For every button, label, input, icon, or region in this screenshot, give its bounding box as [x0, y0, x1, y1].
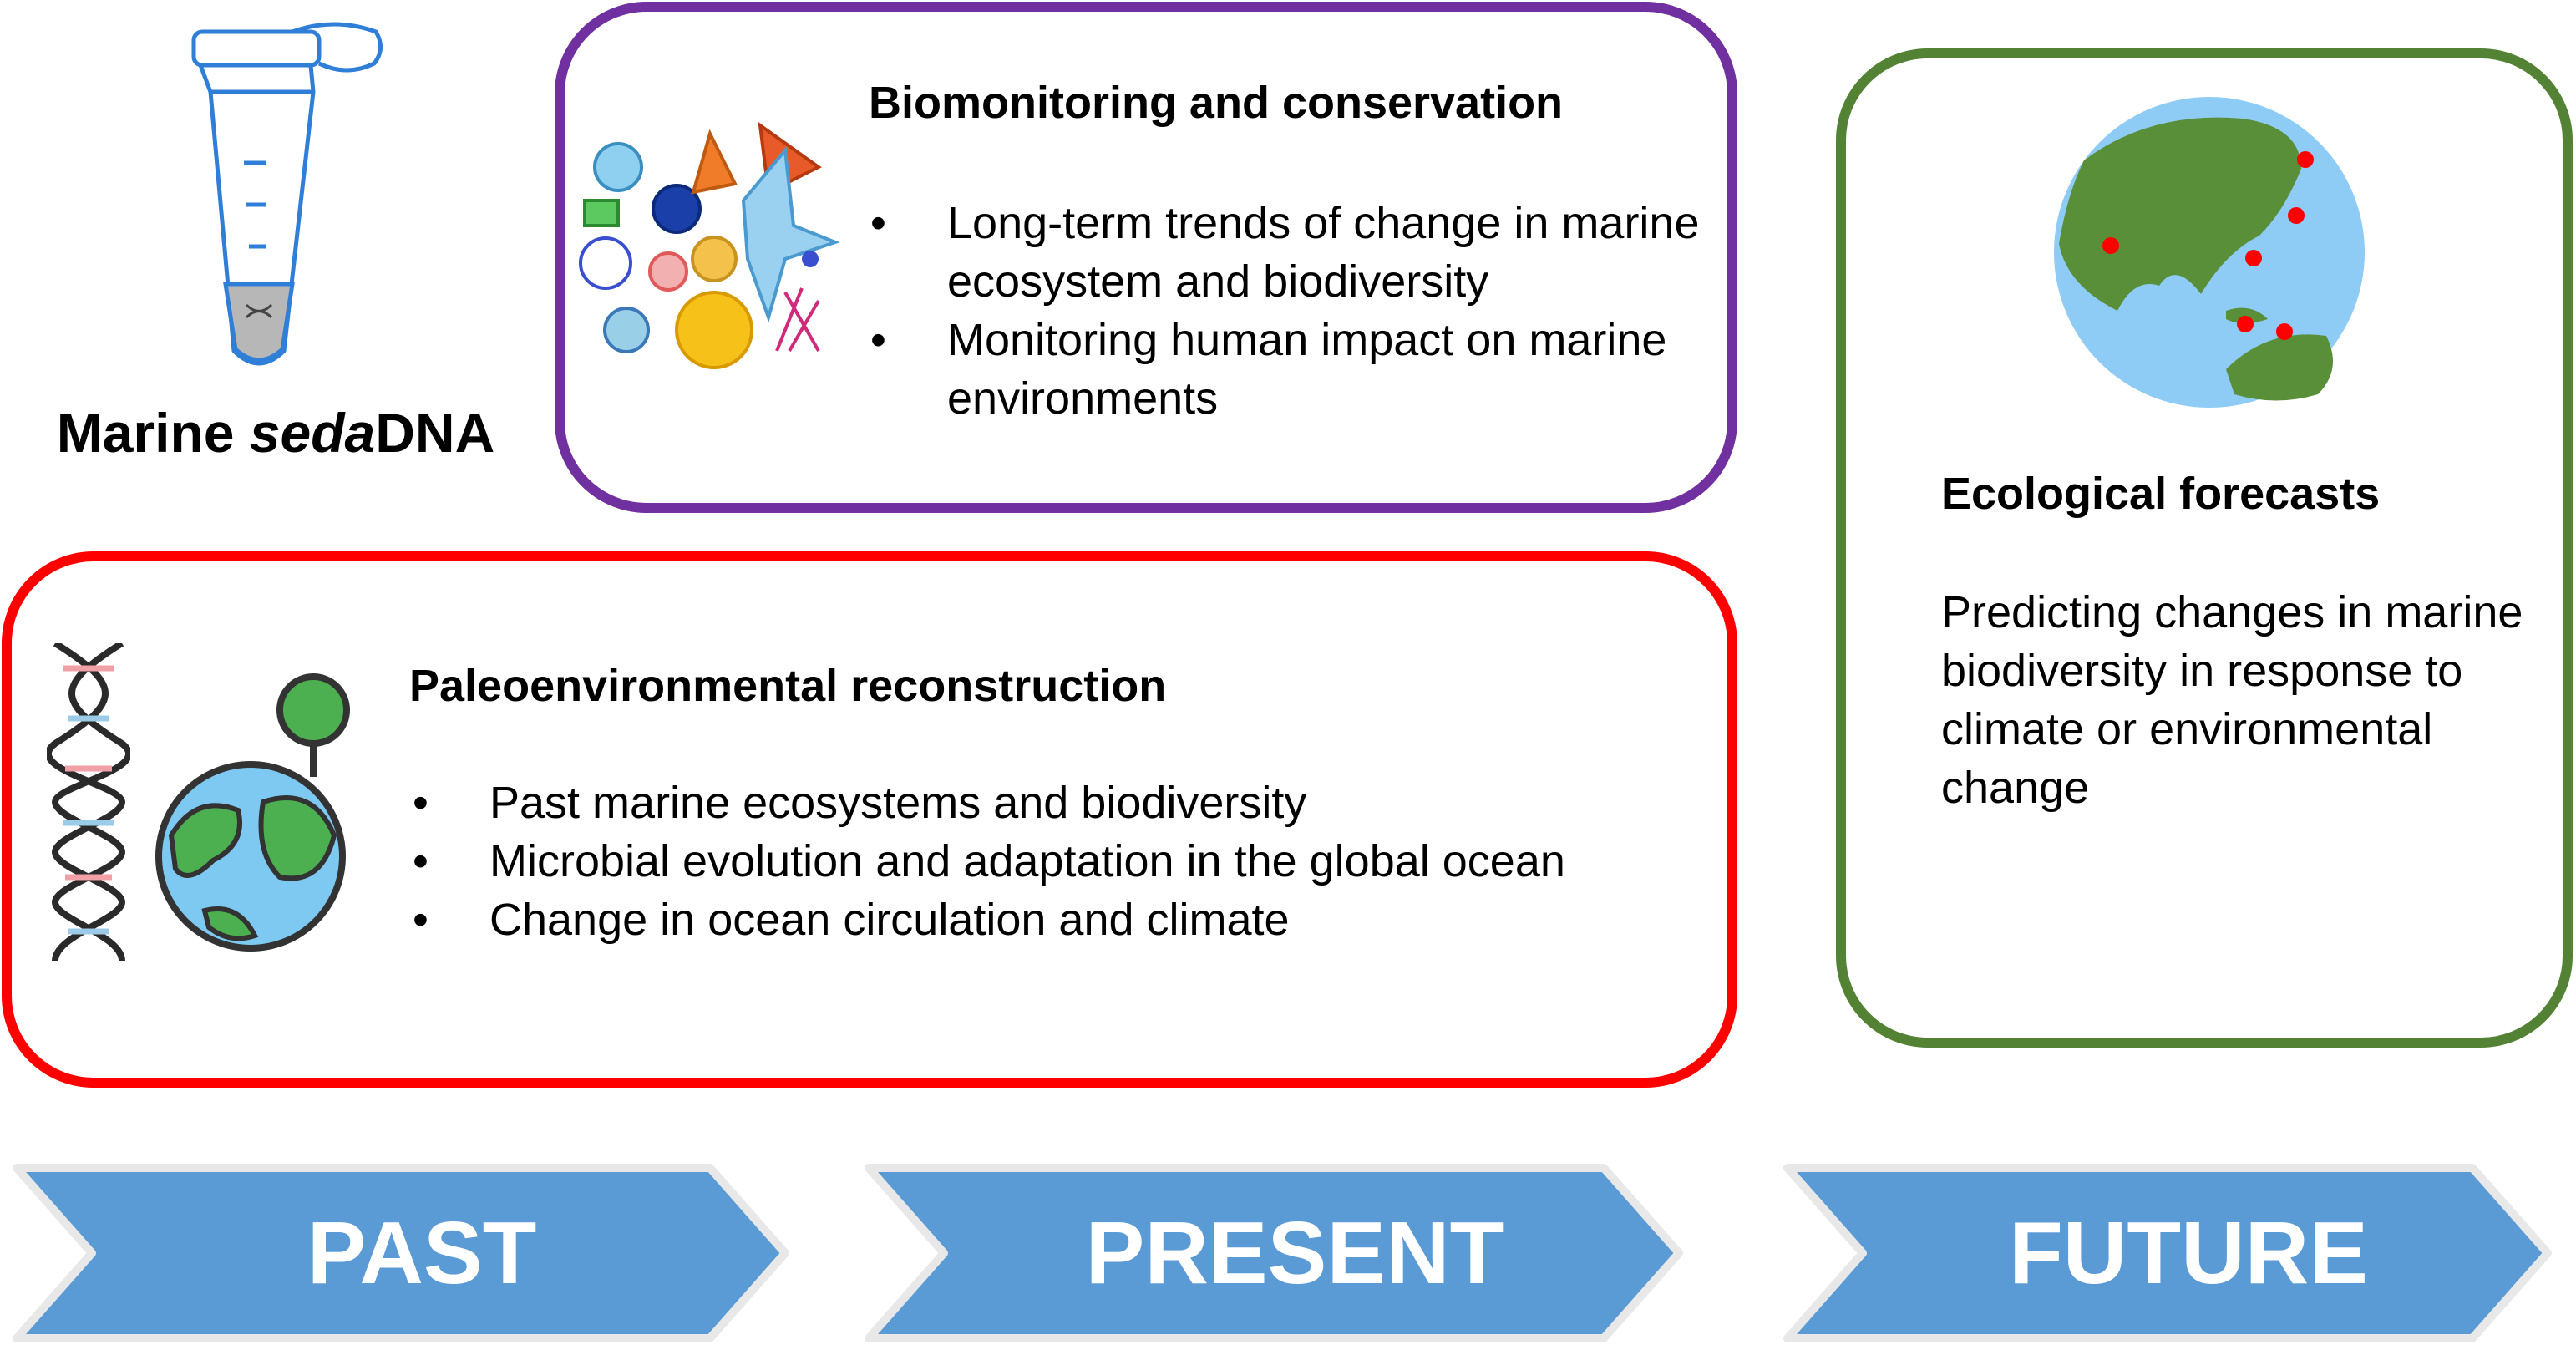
biomonitoring-box — [555, 2, 1737, 513]
list-item: •Change in ocean circulation and climate — [413, 895, 1290, 945]
timeline-arrow-present: PRESENT — [860, 1161, 1704, 1345]
plankton-icon — [568, 100, 852, 376]
list-item: •Monitoring human impact on marine envir… — [870, 315, 1667, 424]
sedadna-label: Marine sedaDNA — [56, 402, 495, 464]
timeline-label-future: FUTURE — [2009, 1204, 2368, 1302]
earth-tree-icon — [155, 668, 363, 961]
bullet-text: Microbial evolution and adaptation in th… — [489, 836, 1565, 886]
list-item: •Microbial evolution and adaptation in t… — [413, 836, 1565, 886]
bullet-text: Long-term trends of change in marine eco… — [947, 198, 1700, 307]
paleo-box — [2, 551, 1737, 1088]
forecast-text: Predicting changes in marine biodiversit… — [1941, 587, 2523, 813]
bullet-text: Monitoring human impact on marine enviro… — [947, 315, 1667, 424]
dna-icon — [45, 640, 132, 962]
timeline-arrow-future: FUTURE — [1779, 1161, 2573, 1345]
timeline-label-present: PRESENT — [1085, 1204, 1504, 1302]
timeline-label-past: PAST — [307, 1204, 537, 1302]
paleo-title: Paleoenvironmental reconstruction — [409, 661, 1167, 711]
paleo-list: •Past marine ecosystems and biodiversity… — [413, 774, 1707, 949]
globe-icon — [2051, 94, 2368, 411]
bullet-text: Past marine ecosystems and biodiversity — [489, 778, 1307, 828]
list-item: •Long-term trends of change in marine ec… — [870, 198, 1700, 307]
biomonitoring-title: Biomonitoring and conservation — [869, 78, 1564, 128]
list-item: •Past marine ecosystems and biodiversity — [413, 778, 1307, 828]
forecast-title: Ecological forecasts — [1941, 469, 2381, 519]
bullet-text: Change in ocean circulation and climate — [489, 895, 1290, 945]
tube-icon — [167, 8, 401, 384]
timeline-arrow-past: PAST — [8, 1161, 810, 1345]
biomonitoring-list: •Long-term trends of change in marine ec… — [870, 194, 1714, 428]
